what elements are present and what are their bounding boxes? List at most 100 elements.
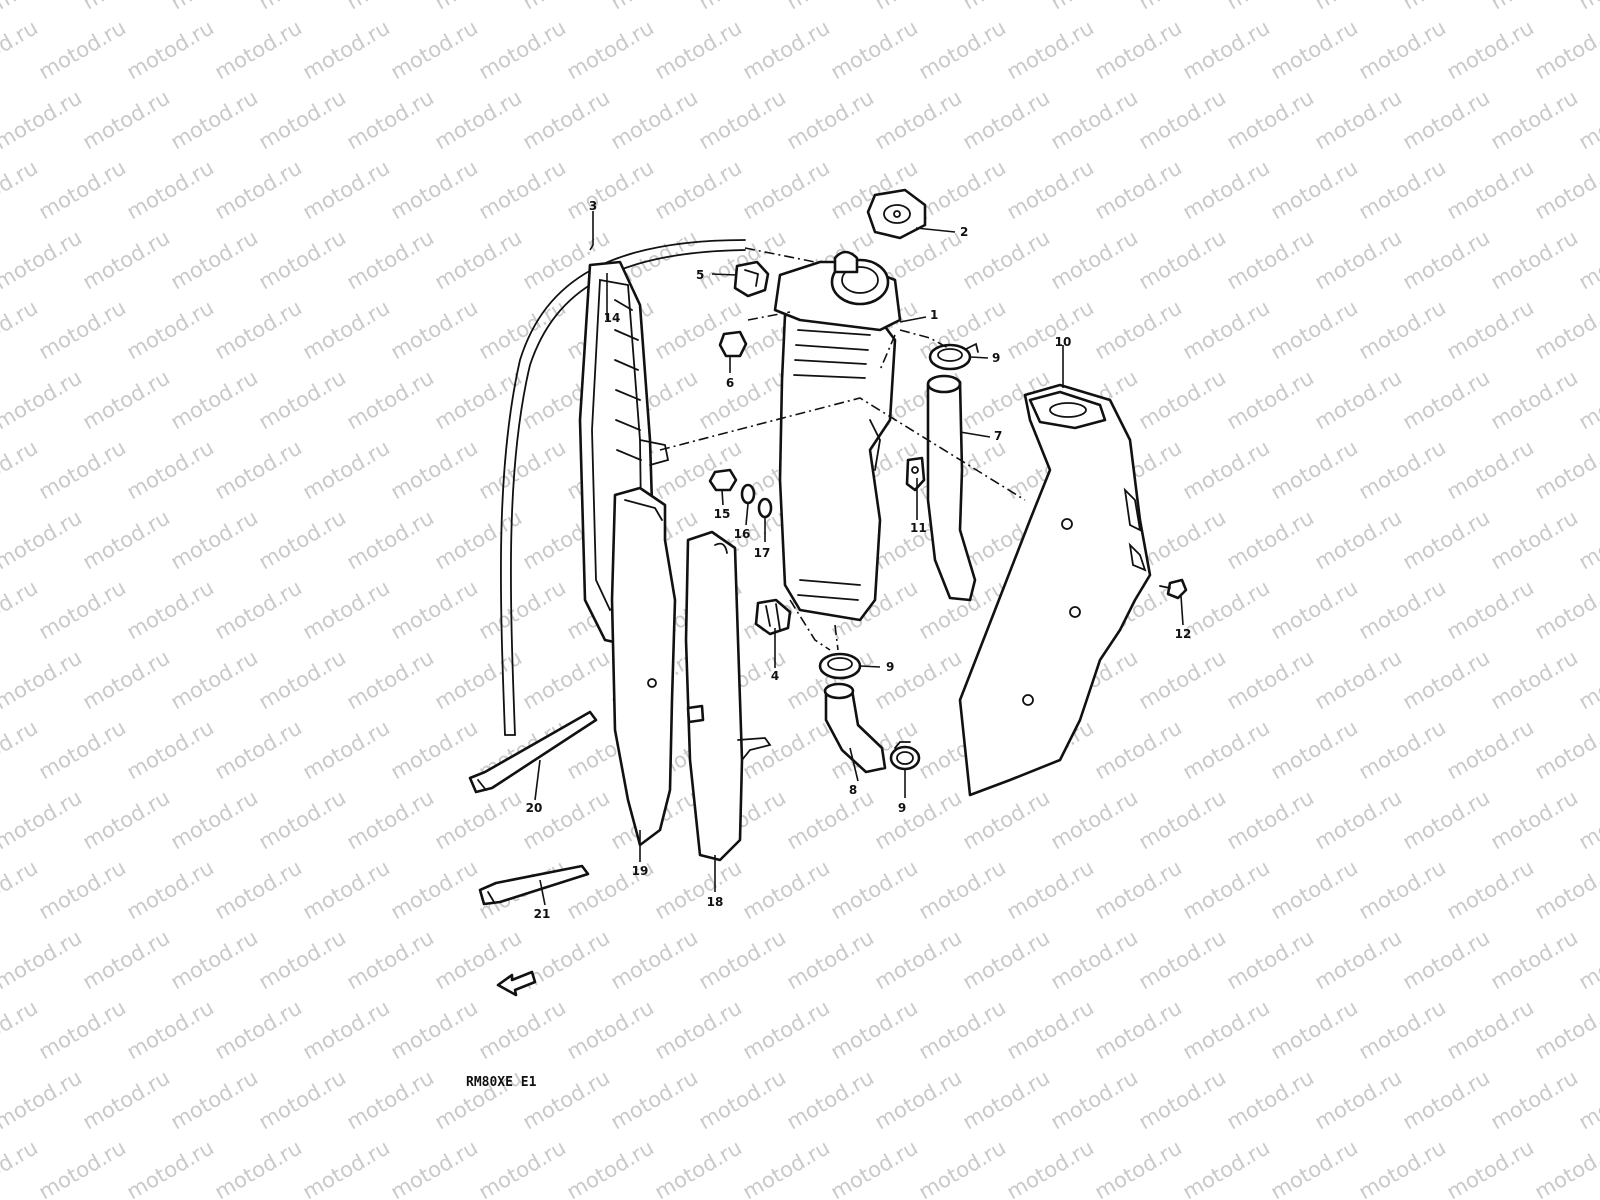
watermark-text: motod.ru: [167, 365, 262, 434]
watermark-text: motod.ru: [79, 365, 174, 434]
callout-1: 1: [930, 308, 938, 322]
watermark-text: motod.ru: [1487, 925, 1582, 994]
watermark-text: motod.ru: [0, 1135, 42, 1200]
watermark-text: motod.ru: [343, 1065, 438, 1134]
watermark-text: motod.ru: [695, 925, 790, 994]
watermark-text: motod.ru: [211, 1135, 306, 1200]
watermark-text: motod.ru: [695, 0, 790, 14]
watermark-text: motod.ru: [255, 365, 350, 434]
watermark-text: motod.ru: [1179, 295, 1274, 364]
watermark-text: motod.ru: [167, 925, 262, 994]
watermark-text: motod.ru: [123, 1135, 218, 1200]
watermark-text: motod.ru: [563, 1135, 658, 1200]
watermark-text: motod.ru: [1311, 925, 1406, 994]
watermark-text: motod.ru: [1531, 15, 1600, 84]
watermark-text: motod.ru: [1311, 225, 1406, 294]
watermark-text: motod.ru: [607, 85, 702, 154]
watermark-text: motod.ru: [915, 15, 1010, 84]
watermark-text: motod.ru: [167, 785, 262, 854]
watermark-text: motod.ru: [1091, 715, 1186, 784]
callout-labels: 3 2 5 6 1 9 14 10 7 11 12 15 16 17 4 9 8…: [526, 199, 1192, 921]
watermark-text: motod.ru: [1091, 855, 1186, 924]
watermark-text: motod.ru: [695, 85, 790, 154]
watermark-text: motod.ru: [1179, 715, 1274, 784]
watermark-text: motod.ru: [0, 995, 42, 1064]
watermark-text: motod.ru: [1531, 715, 1600, 784]
watermark-text: motod.ru: [1267, 995, 1362, 1064]
watermark-text: motod.ru: [1443, 1135, 1538, 1200]
watermark-text: motod.ru: [1355, 855, 1450, 924]
callout-17: 17: [754, 546, 771, 560]
watermark-text: motod.ru: [1443, 155, 1538, 224]
watermark-text: motod.ru: [1311, 0, 1406, 14]
watermark-text: motod.ru: [1179, 1135, 1274, 1200]
hose-clamp-lower: [889, 741, 921, 771]
watermark-text: motod.ru: [783, 85, 878, 154]
watermark-text: motod.ru: [1179, 995, 1274, 1064]
callout-12: 12: [1175, 627, 1192, 641]
callout-4: 4: [771, 669, 779, 683]
watermark-text: motod.ru: [1399, 925, 1494, 994]
watermark-text: motod.ru: [1135, 785, 1230, 854]
watermark-text: motod.ru: [1531, 1135, 1600, 1200]
watermark-text: motod.ru: [1179, 155, 1274, 224]
watermark-text: motod.ru: [123, 575, 218, 644]
watermark-text: motod.ru: [299, 155, 394, 224]
watermark-text: motod.ru: [0, 0, 86, 14]
watermark-text: motod.ru: [35, 15, 130, 84]
watermark-text: motod.ru: [255, 785, 350, 854]
watermark-text: motod.ru: [915, 995, 1010, 1064]
watermark-text: motod.ru: [35, 575, 130, 644]
watermark-text: motod.ru: [211, 295, 306, 364]
watermark-text: motod.ru: [1047, 0, 1142, 14]
watermark-text: motod.ru: [827, 995, 922, 1064]
watermark-text: motod.ru: [1223, 785, 1318, 854]
watermark-text: motod.ru: [211, 715, 306, 784]
watermark-text: motod.ru: [343, 85, 438, 154]
overflow-hose: [500, 239, 746, 736]
watermark-text: motod.ru: [1443, 15, 1538, 84]
watermark-text: motod.ru: [519, 645, 614, 714]
watermark-text: motod.ru: [563, 995, 658, 1064]
watermark-text: motod.ru: [0, 155, 42, 224]
watermark-text: motod.ru: [79, 225, 174, 294]
watermark-text: motod.ru: [607, 925, 702, 994]
watermark-text: motod.ru: [1135, 365, 1230, 434]
watermark-text: motod.ru: [607, 1065, 702, 1134]
callout-leaders: [534, 211, 1184, 906]
watermark-text: motod.ru: [1531, 855, 1600, 924]
watermark-text: motod.ru: [255, 505, 350, 574]
watermark-text: motod.ru: [1355, 15, 1450, 84]
watermark-text: motod.ru: [0, 435, 42, 504]
watermark-text: motod.ru: [299, 715, 394, 784]
watermark-text: motod.ru: [1399, 785, 1494, 854]
watermark-text: motod.ru: [1135, 1065, 1230, 1134]
watermark-text: motod.ru: [1003, 295, 1098, 364]
callout-16: 16: [734, 527, 751, 541]
watermark-text: motod.ru: [1487, 225, 1582, 294]
watermark-text: motod.ru: [1267, 715, 1362, 784]
watermark-text: motod.ru: [1355, 1135, 1450, 1200]
watermark-text: motod.ru: [0, 365, 86, 434]
watermark-text: motod.ru: [959, 0, 1054, 14]
watermark-text: motod.ru: [255, 85, 350, 154]
watermark-text: motod.ru: [607, 0, 702, 14]
upper-mount-bolt: [733, 260, 770, 298]
watermark-text: motod.ru: [1531, 995, 1600, 1064]
watermark-text: motod.ru: [1443, 995, 1538, 1064]
watermark-text: motod.ru: [1223, 225, 1318, 294]
parts-drawing: [468, 188, 1188, 997]
watermark-text: motod.ru: [1311, 645, 1406, 714]
watermark-text: motod.ru: [519, 85, 614, 154]
watermark-text: motod.ru: [827, 15, 922, 84]
watermark-text: motod.ru: [255, 925, 350, 994]
watermark-text: motod.ru: [1531, 295, 1600, 364]
watermark-text: motod.ru: [915, 1135, 1010, 1200]
radiator-shroud: [958, 383, 1152, 797]
watermark-text: motod.ru: [871, 785, 966, 854]
watermark-text: motod.ru: [1487, 1065, 1582, 1134]
watermark-text: motod.ru: [167, 1065, 262, 1134]
watermark-text: motod.ru: [1267, 15, 1362, 84]
watermark-text: motod.ru: [1047, 925, 1142, 994]
callout-9-middle: 9: [886, 660, 894, 674]
